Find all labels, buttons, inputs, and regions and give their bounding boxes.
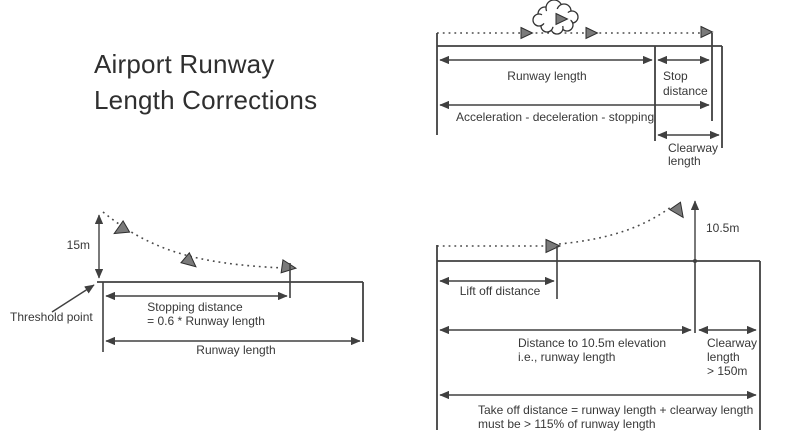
stopping-distance-label-2: = 0.6 * Runway length bbox=[147, 314, 265, 328]
threshold-pointer-arrow bbox=[51, 284, 95, 313]
takeoff-distance-label-1: Take off distance = runway length + clea… bbox=[478, 403, 753, 417]
stop-distance-label-1: Stop bbox=[663, 69, 688, 83]
height-15m-label: 15m bbox=[67, 238, 90, 252]
clearway-label-3: > 150m bbox=[707, 364, 747, 378]
aircraft-triangle-icon bbox=[668, 201, 684, 219]
aircraft-triangle-icon bbox=[180, 251, 197, 268]
liftoff-distance-label: Lift off distance bbox=[460, 284, 541, 298]
page-title-line-1: Airport Runway bbox=[94, 49, 275, 79]
descent-path-dotted bbox=[102, 211, 285, 269]
climb-path-dotted bbox=[558, 206, 672, 245]
page-title-line-2: Length Corrections bbox=[94, 85, 318, 115]
aircraft-triangle-icon bbox=[280, 259, 298, 274]
clearway-label-1: Clearway bbox=[668, 141, 718, 155]
aircraft-triangle-icon bbox=[585, 26, 599, 40]
stop-distance-label-2: distance bbox=[663, 84, 708, 98]
takeoff-distance-label-2: must be > 115% of runway length bbox=[478, 417, 656, 431]
clearway-label-1: Clearway bbox=[707, 336, 757, 350]
stopping-distance-label-1: Stopping distance bbox=[147, 300, 243, 314]
distance-to-elevation-label-1: Distance to 10.5m elevation bbox=[518, 336, 666, 350]
height-10-5m-label: 10.5m bbox=[706, 221, 739, 235]
acceleration-label: Acceleration - deceleration - stopping bbox=[456, 110, 654, 124]
clearway-label-2: length bbox=[707, 350, 740, 364]
runway-length-label: Runway length bbox=[507, 69, 586, 83]
distance-to-elevation-label-2: i.e., runway length bbox=[518, 350, 615, 364]
aircraft-triangle-icon bbox=[700, 25, 714, 39]
landing-diagram: 15m Threshold point Stopping distance = … bbox=[10, 211, 364, 357]
runway-length-label: Runway length bbox=[196, 343, 275, 357]
aircraft-triangle-icon bbox=[113, 219, 131, 235]
accelerate-stop-diagram: Runway length Stop distance Acceleration… bbox=[436, 0, 723, 168]
takeoff-diagram: Lift off distance 10.5m Distance to 10.5… bbox=[436, 200, 761, 431]
page-title: Airport Runway Length Corrections bbox=[94, 46, 317, 118]
threshold-point-label: Threshold point bbox=[10, 310, 93, 324]
clearway-label-2: length bbox=[668, 154, 701, 168]
aircraft-triangle-icon bbox=[520, 26, 534, 40]
aircraft-triangle-icon bbox=[545, 238, 562, 254]
aircraft-triangle-icon bbox=[555, 12, 569, 26]
